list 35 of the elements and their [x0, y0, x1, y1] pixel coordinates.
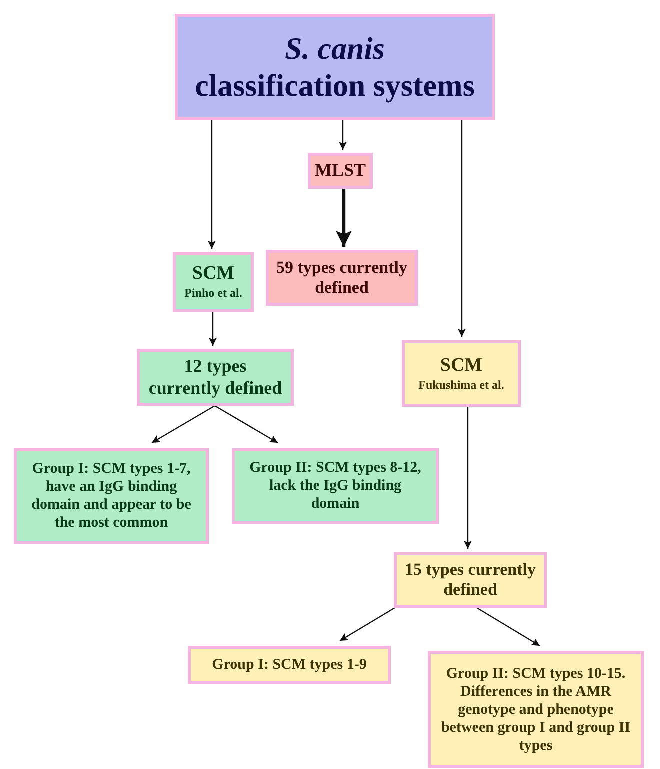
process-box: [308, 153, 373, 189]
arrow: [458, 120, 466, 337]
process-box: [394, 552, 547, 608]
box-text: Group II: SCM types 8-12, lack the IgG binding domain: [248, 459, 422, 513]
arrow: [336, 189, 352, 247]
arrow: [464, 407, 472, 549]
arrow: [214, 405, 278, 444]
box-text: SCM: [192, 263, 235, 286]
box-text: 15 types currently defined: [404, 560, 537, 600]
box-text: MLST: [314, 160, 366, 182]
arrow: [152, 405, 216, 444]
process-box: [266, 250, 418, 306]
arrow: [209, 312, 217, 346]
box-subtext: classification systems: [195, 67, 475, 104]
box-subtext: Pinho et al.: [184, 286, 242, 301]
process-box: [175, 14, 495, 120]
arrow: [208, 120, 216, 249]
process-box: [14, 448, 209, 544]
process-box: [428, 651, 644, 768]
process-box: [402, 340, 521, 407]
box-text: 12 types currently defined: [148, 356, 283, 400]
arrow: [476, 607, 540, 647]
box-text: Group II: SCM types 10-15. Differences in the AMR genotype and phenotype between group I and group II types: [440, 664, 632, 754]
box-text: Group I: SCM types 1-9: [212, 656, 367, 674]
process-box: [188, 646, 391, 684]
process-box: [173, 252, 254, 312]
box-text: SCM: [440, 354, 483, 378]
process-box: [232, 448, 439, 524]
arrow: [339, 120, 347, 150]
arrow: [340, 607, 396, 642]
box-text: 59 types currently defined: [276, 258, 408, 298]
process-box: [137, 349, 294, 406]
box-text: Group I: SCM types 1-7, have an IgG binding domain and appear to be the most common: [30, 460, 192, 532]
box-text: S. canis: [285, 30, 385, 67]
box-subtext: Fukushima et al.: [418, 378, 504, 392]
